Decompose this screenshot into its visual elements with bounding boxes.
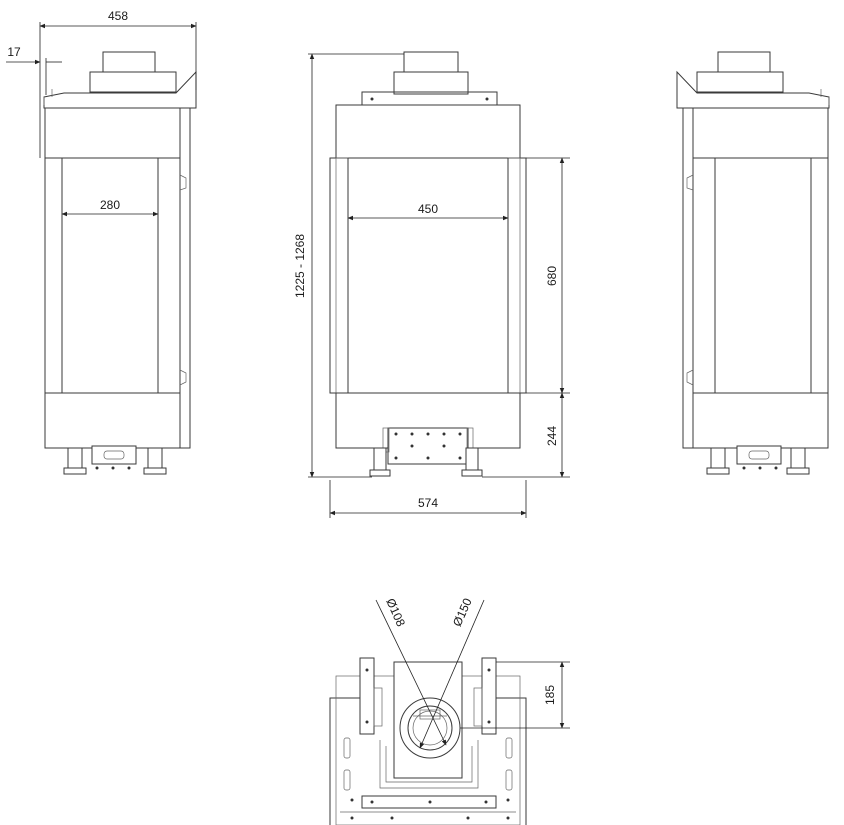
dim-front-width: 574: [418, 496, 438, 510]
dim-side-depth: 458: [108, 9, 128, 23]
dim-offset: 17: [7, 45, 21, 59]
front-view: [329, 51, 527, 477]
top-view: [329, 657, 527, 825]
left-dimensions: [6, 22, 197, 217]
front-dimensions: [308, 53, 570, 518]
top-dimensions: [375, 599, 570, 749]
dim-flue-outer: Ø150: [450, 596, 475, 629]
dim-flue-inner: Ø108: [383, 596, 408, 629]
dim-front-glass: 450: [418, 202, 438, 216]
dim-height-range: 1225 - 1268: [293, 234, 307, 298]
dim-base-height: 244: [545, 426, 559, 446]
left-side-view: [43, 51, 197, 475]
right-side-view: [676, 51, 830, 475]
dim-side-glass: 280: [100, 198, 120, 212]
dim-glass-height: 680: [545, 266, 559, 286]
dim-flue-offset: 185: [543, 685, 557, 705]
